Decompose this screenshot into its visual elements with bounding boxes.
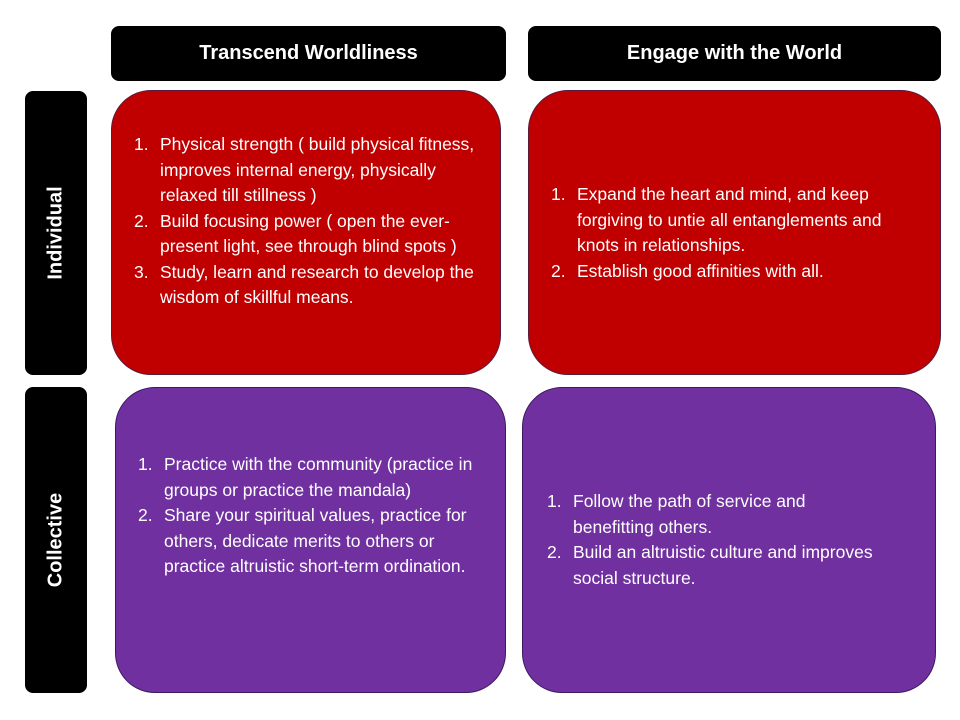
column-header-engage: Engage with the World bbox=[528, 26, 941, 81]
list-item: 1.Practice with the community (practice … bbox=[138, 454, 473, 500]
cell-individual-engage: 1.Expand the heart and mind, and keep fo… bbox=[528, 90, 941, 375]
list-item: 2.Establish good affinities with all. bbox=[551, 260, 824, 281]
row-header-collective: Collective bbox=[25, 387, 87, 693]
list-item: 2.Share your spiritual values, practice … bbox=[138, 505, 467, 576]
list-item: 3.Study, learn and research to develop t… bbox=[134, 261, 474, 308]
list-individual-transcend: 1.Physical strength ( build physical fit… bbox=[134, 132, 482, 311]
list-individual-engage: 1.Expand the heart and mind, and keep fo… bbox=[551, 182, 922, 284]
list-item: 2.Build an altruistic culture and improv… bbox=[547, 542, 873, 588]
column-header-transcend: Transcend Worldliness bbox=[111, 26, 506, 81]
list-item: 1.Expand the heart and mind, and keep fo… bbox=[551, 184, 882, 255]
cell-individual-transcend: 1.Physical strength ( build physical fit… bbox=[111, 90, 501, 375]
list-item: 1.Follow the path of service and benefit… bbox=[547, 491, 806, 537]
list-collective-engage: 1.Follow the path of service and benefit… bbox=[547, 489, 875, 591]
list-item: 1.Physical strength ( build physical fit… bbox=[134, 134, 475, 205]
row-label-collective: Collective bbox=[44, 492, 67, 588]
row-label-individual: Individual bbox=[44, 186, 67, 280]
cell-collective-engage: 1.Follow the path of service and benefit… bbox=[522, 387, 936, 693]
cell-collective-transcend: 1.Practice with the community (practice … bbox=[115, 387, 506, 693]
list-collective-transcend: 1.Practice with the community (practice … bbox=[138, 452, 477, 580]
row-header-individual: Individual bbox=[25, 91, 87, 375]
list-item: 2.Build focusing power ( open the ever-p… bbox=[134, 210, 457, 257]
